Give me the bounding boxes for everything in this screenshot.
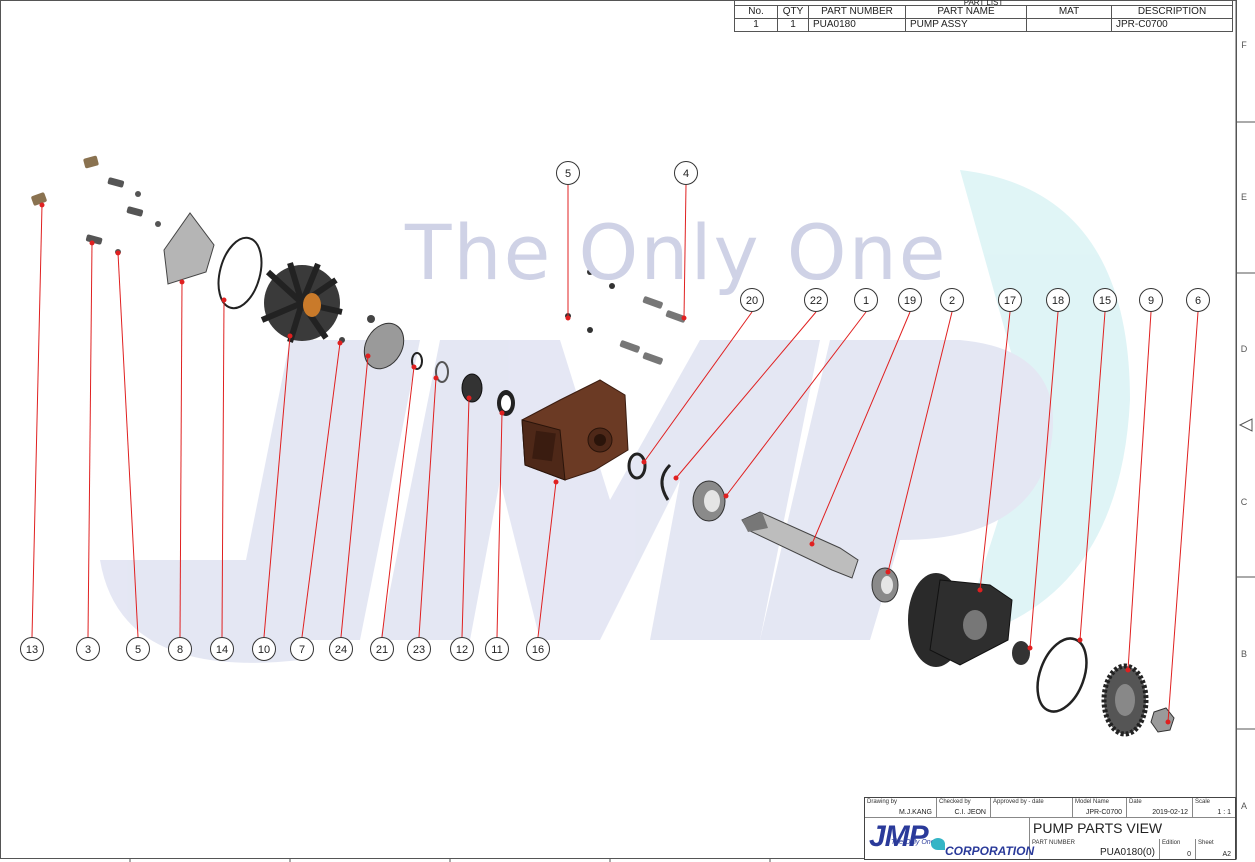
checked-by-value: C.I. JEON bbox=[954, 809, 986, 816]
bearing-2 bbox=[871, 567, 899, 603]
seal-12 bbox=[461, 373, 483, 403]
drawing-by-label: Drawing by bbox=[867, 799, 898, 805]
gear-9 bbox=[1101, 663, 1149, 737]
zone-label-f: F bbox=[1241, 40, 1247, 50]
callout-11[interactable]: 11 bbox=[485, 637, 509, 661]
cover-plate-8 bbox=[163, 212, 215, 285]
watermark-slogan: The Only One bbox=[405, 208, 948, 297]
zone-label-e: E bbox=[1240, 192, 1247, 202]
callout-2[interactable]: 2 bbox=[940, 288, 964, 312]
col-mat: MAT bbox=[1026, 5, 1112, 19]
bolt-13 bbox=[31, 192, 47, 206]
watermark-logo bbox=[100, 170, 1130, 663]
sheet-label: Sheet bbox=[1198, 840, 1214, 846]
col-no: No. bbox=[734, 5, 778, 19]
shaft-19 bbox=[741, 511, 859, 579]
zone-label-a: A bbox=[1240, 801, 1247, 811]
circlip-22 bbox=[660, 463, 672, 501]
zone-label-b: B bbox=[1240, 649, 1247, 659]
washer-23 bbox=[435, 361, 449, 383]
col-part-number: PART NUMBER bbox=[808, 5, 906, 19]
scale-value: 1 : 1 bbox=[1217, 809, 1231, 816]
callout-22[interactable]: 22 bbox=[804, 288, 828, 312]
part-number-value: PUA0180(0) bbox=[1099, 847, 1155, 858]
bearing-1 bbox=[692, 480, 726, 522]
callout-9[interactable]: 9 bbox=[1139, 288, 1163, 312]
callout-16[interactable]: 16 bbox=[526, 637, 550, 661]
callout-18[interactable]: 18 bbox=[1046, 288, 1070, 312]
screw-small bbox=[367, 315, 375, 323]
callout-1[interactable]: 1 bbox=[854, 288, 878, 312]
callout-8[interactable]: 8 bbox=[168, 637, 192, 661]
col-description: DESCRIPTION bbox=[1111, 5, 1233, 19]
callout-7[interactable]: 7 bbox=[290, 637, 314, 661]
approved-by-label: Approved by - date bbox=[993, 799, 1044, 805]
callout-14[interactable]: 14 bbox=[210, 637, 234, 661]
table-row: 1 1 PUA0180 PUMP ASSY JPR-C0700 bbox=[734, 18, 1233, 32]
callout-6[interactable]: 6 bbox=[1186, 288, 1210, 312]
date-label: Date bbox=[1129, 799, 1142, 805]
logo-swoosh-icon bbox=[931, 838, 945, 850]
zone-label-d: D bbox=[1240, 344, 1248, 354]
company-logo-text: JMP bbox=[869, 820, 929, 853]
model-name-value: JPR-C0700 bbox=[1085, 809, 1122, 816]
screws-left bbox=[85, 177, 161, 255]
part-number-label: PART NUMBER bbox=[1032, 840, 1076, 846]
edition-value: 0 bbox=[1187, 851, 1191, 858]
company-tagline: The Only One bbox=[891, 839, 935, 846]
checked-by-label: Checked by bbox=[939, 799, 971, 805]
wear-plate-24 bbox=[363, 322, 405, 370]
o-ring-14 bbox=[217, 236, 263, 310]
callout-19[interactable]: 19 bbox=[898, 288, 922, 312]
company-logo: The Only One JMP CORPORATION bbox=[865, 818, 1034, 859]
callout-13[interactable]: 13 bbox=[20, 637, 44, 661]
title-block: Drawing by M.J.KANG Checked by C.I. JEON… bbox=[864, 797, 1236, 860]
callout-24[interactable]: 24 bbox=[329, 637, 353, 661]
parts-list-table: PART LIST No. QTY PART NUMBER PART NAME … bbox=[734, 0, 1233, 32]
impeller-10 bbox=[260, 262, 343, 343]
company-suffix: CORPORATION bbox=[945, 844, 1035, 858]
ring-21 bbox=[411, 352, 423, 370]
callout-17[interactable]: 17 bbox=[998, 288, 1022, 312]
callout-20[interactable]: 20 bbox=[740, 288, 764, 312]
callout-15[interactable]: 15 bbox=[1093, 288, 1117, 312]
leader-lines bbox=[31, 184, 1199, 725]
callout-5[interactable]: 5 bbox=[126, 637, 150, 661]
callout-5-top[interactable]: 5 bbox=[556, 161, 580, 185]
bearing-bracket-17 bbox=[908, 573, 1013, 667]
nut-6 bbox=[1150, 707, 1175, 733]
callout-12[interactable]: 12 bbox=[450, 637, 474, 661]
callout-4[interactable]: 4 bbox=[674, 161, 698, 185]
col-part-name: PART NAME bbox=[905, 5, 1027, 19]
col-qty: QTY bbox=[777, 5, 809, 19]
date-value: 2019-02-12 bbox=[1152, 809, 1188, 816]
model-name-label: Model Name bbox=[1075, 799, 1110, 805]
ring-20 bbox=[627, 452, 647, 480]
o-ring-15 bbox=[1036, 637, 1088, 713]
drawing-title: PUMP PARTS VIEW bbox=[1033, 820, 1163, 836]
scale-label: Scale bbox=[1195, 799, 1211, 805]
centering-mark bbox=[1238, 418, 1253, 432]
sheet-value: A2 bbox=[1222, 851, 1231, 858]
seal-18 bbox=[1012, 641, 1030, 665]
callout-23[interactable]: 23 bbox=[407, 637, 431, 661]
edition-label: Edition bbox=[1162, 840, 1181, 846]
zone-label-c: C bbox=[1240, 497, 1248, 507]
drawing-by-value: M.J.KANG bbox=[898, 809, 932, 816]
screws-right bbox=[565, 269, 686, 365]
pump-housing-16 bbox=[521, 379, 629, 481]
callout-3[interactable]: 3 bbox=[76, 637, 100, 661]
callout-10[interactable]: 10 bbox=[252, 637, 276, 661]
callout-21[interactable]: 21 bbox=[370, 637, 394, 661]
bolt-top bbox=[83, 155, 99, 169]
